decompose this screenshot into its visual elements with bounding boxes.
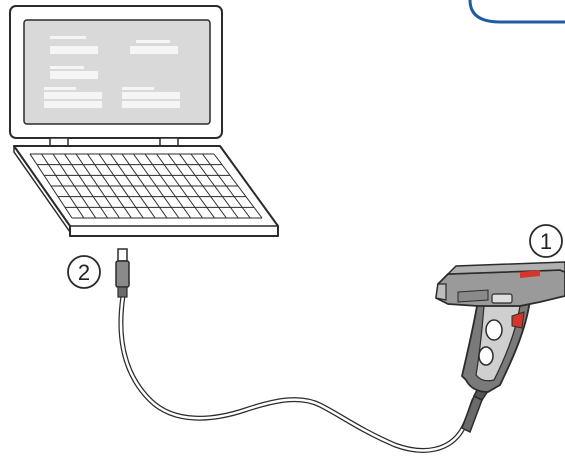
callout-1-number: 1 xyxy=(540,229,552,254)
callout-2-number: 2 xyxy=(78,260,90,285)
callout-2: 2 xyxy=(68,256,100,288)
handheld-scanner-icon xyxy=(436,262,565,392)
usb-connector-icon xyxy=(116,249,129,297)
laptop-icon xyxy=(10,6,278,236)
callout-1: 1 xyxy=(530,225,562,257)
usb-cable xyxy=(121,296,474,450)
corner-tab-decoration xyxy=(470,0,565,22)
